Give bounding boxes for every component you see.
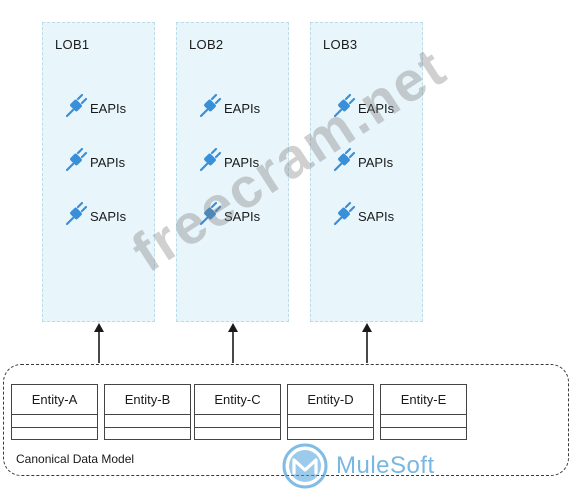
lob1-papis: PAPIs	[64, 147, 125, 173]
entity-d: Entity-D	[287, 384, 374, 440]
arrow-up-icon	[362, 323, 372, 363]
api-plug-icon	[65, 147, 88, 172]
lob1-title: LOB1	[55, 37, 90, 52]
api-plug-icon	[199, 147, 222, 172]
lob1-sapis: SAPIs	[64, 201, 126, 227]
entity-field-row	[105, 428, 190, 440]
api-plug-icon	[333, 201, 356, 226]
api-label: SAPIs	[90, 208, 127, 224]
arrow-up-icon	[228, 323, 238, 363]
lob3-title: LOB3	[323, 37, 358, 52]
lob3-sapis: SAPIs	[332, 201, 394, 227]
lob2-eapis: EAPIs	[198, 93, 260, 119]
entity-name: Entity-C	[195, 385, 280, 415]
lob1-eapis: EAPIs	[64, 93, 126, 119]
entity-a: Entity-A	[11, 384, 98, 440]
entity-field-row	[12, 428, 97, 440]
entity-name: Entity-D	[288, 385, 373, 415]
entity-field-row	[288, 415, 373, 428]
entity-field-row	[105, 415, 190, 428]
api-plug-icon	[333, 93, 356, 118]
entity-field-row	[288, 428, 373, 440]
api-label: EAPIs	[90, 100, 127, 116]
entity-name: Entity-B	[105, 385, 190, 415]
lob3-papis: PAPIs	[332, 147, 393, 173]
entity-field-row	[195, 428, 280, 440]
canonical-data-model-label: Canonical Data Model	[16, 452, 135, 466]
api-label: SAPIs	[224, 208, 261, 224]
entity-field-row	[381, 415, 466, 428]
entity-field-row	[381, 428, 466, 440]
api-label: PAPIs	[90, 154, 126, 170]
entity-field-row	[12, 415, 97, 428]
entity-c: Entity-C	[194, 384, 281, 440]
lob2-title: LOB2	[189, 37, 224, 52]
api-label: PAPIs	[224, 154, 260, 170]
entity-b: Entity-B	[104, 384, 191, 440]
entity-name: Entity-E	[381, 385, 466, 415]
lob3-eapis: EAPIs	[332, 93, 394, 119]
entity-e: Entity-E	[380, 384, 467, 440]
lob2-papis: PAPIs	[198, 147, 259, 173]
entity-name: Entity-A	[12, 385, 97, 415]
mulesoft-logo: MuleSoft	[282, 443, 435, 489]
api-plug-icon	[65, 93, 88, 118]
api-label: PAPIs	[358, 154, 394, 170]
api-label: SAPIs	[358, 208, 395, 224]
api-plug-icon	[199, 201, 222, 226]
lob2-panel: LOB2 EAPIs PAPIs SAPIs	[176, 22, 289, 322]
lob1-panel: LOB1 EAPIs PAPIs SAPIs	[42, 22, 155, 322]
mulesoft-wordmark: MuleSoft	[336, 452, 435, 479]
entity-field-row	[195, 415, 280, 428]
mulesoft-emblem-icon	[282, 443, 328, 489]
api-plug-icon	[199, 93, 222, 118]
api-plug-icon	[333, 147, 356, 172]
api-label: EAPIs	[224, 100, 261, 116]
api-label: EAPIs	[358, 100, 395, 116]
api-plug-icon	[65, 201, 88, 226]
lob3-panel: LOB3 EAPIs PAPIs SAPIs	[310, 22, 423, 322]
lob2-sapis: SAPIs	[198, 201, 260, 227]
arrow-up-icon	[94, 323, 104, 363]
